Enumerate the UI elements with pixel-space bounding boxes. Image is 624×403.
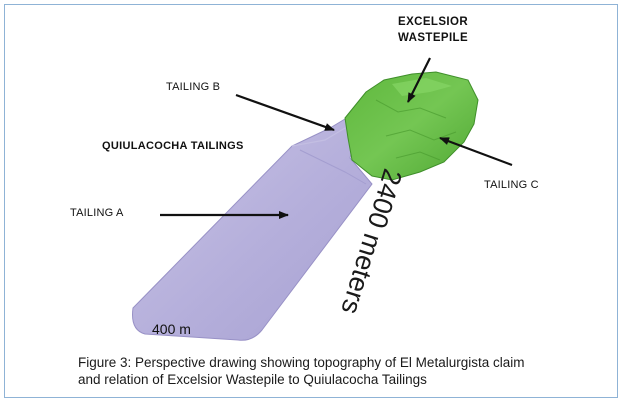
tailing-b-arrow bbox=[235, 93, 335, 132]
wastepile-label-line2: WASTEPILE bbox=[398, 32, 469, 44]
tailings-ridge-line bbox=[299, 149, 367, 185]
caption-line1: Figure 3: Perspective drawing showing to… bbox=[78, 355, 525, 370]
wastepile-arrow bbox=[407, 57, 431, 103]
tailing-c-label: TAILING C bbox=[484, 179, 539, 191]
excelsior-wastepile-label: EXCELSIOR WASTEPILE bbox=[398, 14, 468, 46]
wastepile-texture bbox=[375, 99, 457, 161]
tailing-c-arrow bbox=[439, 136, 513, 167]
caption-line2: and relation of Excelsior Wastepile to Q… bbox=[78, 372, 427, 387]
width-dimension-label: 400 m bbox=[152, 321, 191, 337]
wastepile-label-line1: EXCELSIOR bbox=[398, 16, 469, 28]
tailing-b-label: TAILING B bbox=[166, 81, 221, 93]
wastepile-highlight bbox=[392, 78, 452, 96]
excelsior-wastepile-surface bbox=[344, 71, 479, 181]
tailings-ridge-line bbox=[291, 127, 346, 147]
tailing-a-label: TAILING A bbox=[70, 207, 124, 219]
figure-caption: Figure 3: Perspective drawing showing to… bbox=[78, 354, 608, 388]
quiulacocha-tailings-label: QUIULACOCHA TAILINGS bbox=[102, 140, 244, 152]
